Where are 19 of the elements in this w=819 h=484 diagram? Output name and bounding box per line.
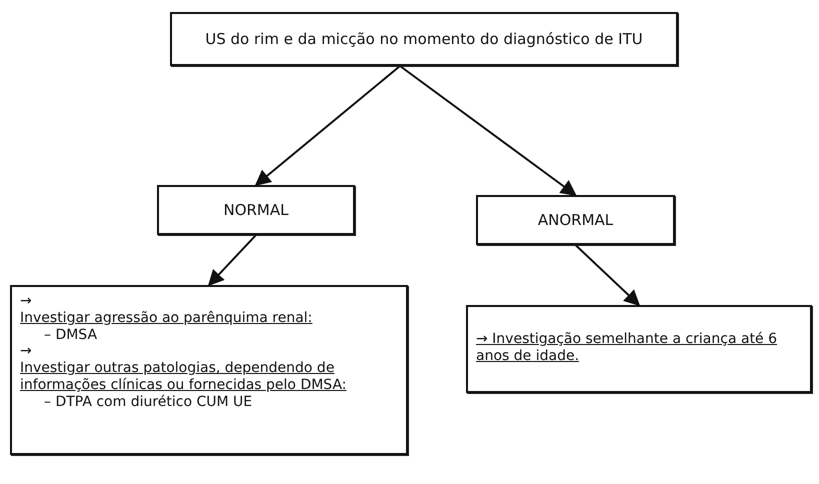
result-box	[466, 305, 812, 393]
arrow	[208, 234, 257, 286]
box-text: – DTPA com diurético CUM UE	[43, 394, 252, 411]
box-text: →	[20, 343, 32, 360]
box-text: Investigar agressão ao parênquima renal:	[20, 310, 312, 327]
box-text: US do rim e da micção no momento do diagnóstico de ITU	[205, 30, 643, 48]
outcome-box	[476, 195, 675, 245]
process-box	[170, 12, 678, 66]
box-text: → Investigação semelhante a criança até 6 anos de idade.	[476, 331, 778, 365]
result-box	[10, 285, 408, 455]
box-text: ANORMAL	[538, 211, 614, 229]
box-text: Investigar outras patologias, dependendo de informações clínicas ou fornecidas pelo DMSA:	[20, 360, 348, 394]
arrow	[399, 65, 577, 196]
box-text: NORMAL	[223, 201, 288, 219]
arrow	[574, 244, 640, 306]
outcome-box	[157, 185, 355, 235]
arrow	[254, 65, 401, 186]
box-text: →	[20, 293, 32, 310]
box-text: – DMSA	[43, 326, 98, 344]
